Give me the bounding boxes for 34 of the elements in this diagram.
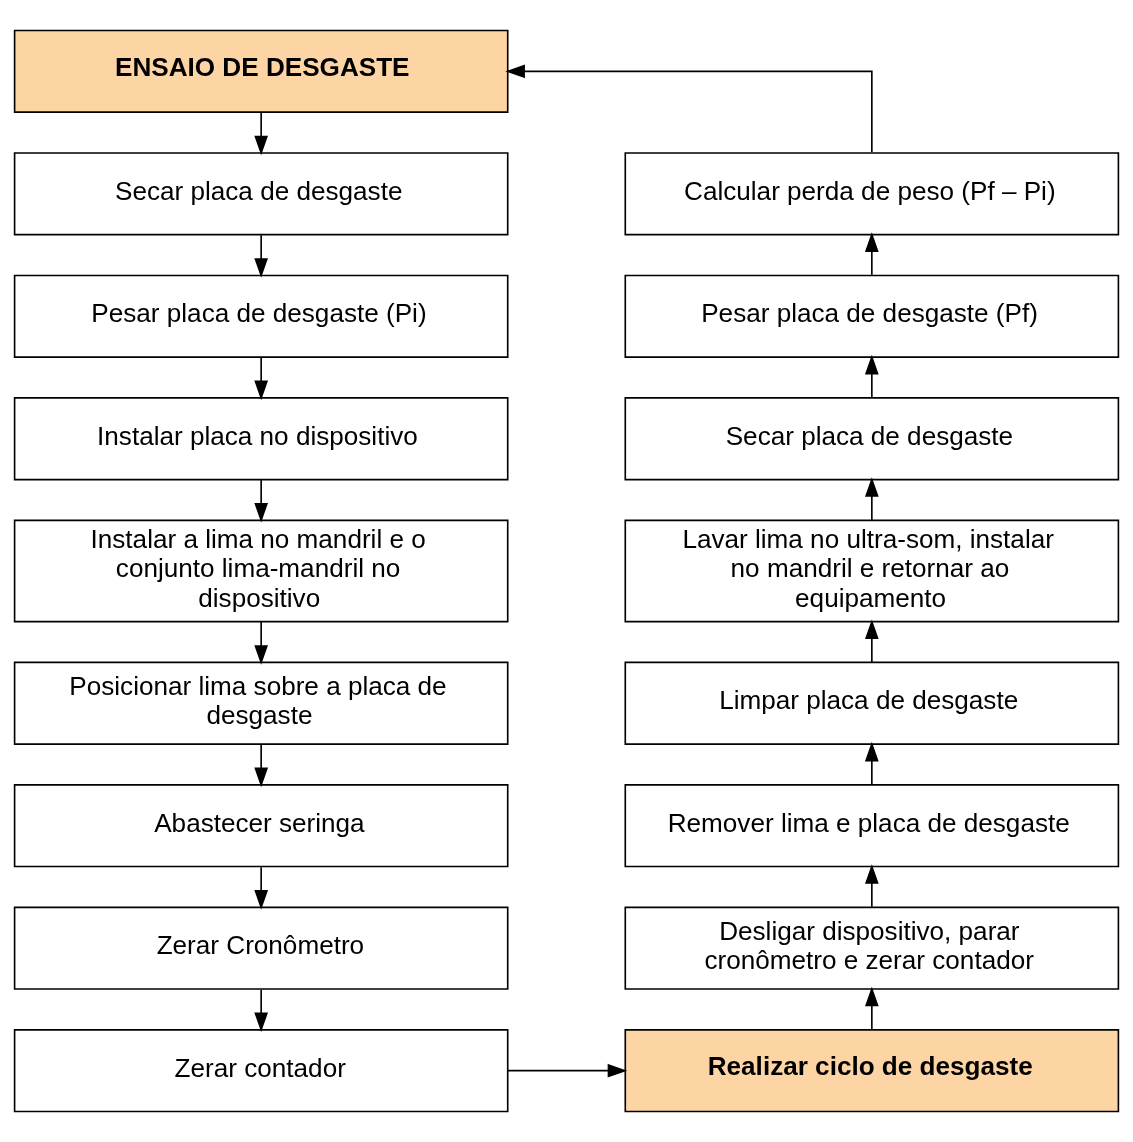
node-box: Realizar ciclo de desgaste <box>624 1029 1120 1113</box>
node-box: Desligar dispositivo, parar cronômetro e zerar contador <box>624 906 1120 990</box>
node-box: ENSAIO DE DESGASTE <box>13 29 509 113</box>
node-box: Secar placa de desgaste <box>13 152 509 236</box>
arrow <box>506 1063 628 1078</box>
node-box: Secar placa de desgaste <box>624 397 1120 481</box>
arrow <box>865 986 879 1030</box>
arrow <box>254 988 268 1033</box>
arrow <box>865 477 879 522</box>
node-box: Instalar placa no dispositivo <box>13 397 509 481</box>
node-box: Pesar placa de desgaste (Pi) <box>13 274 509 358</box>
arrow <box>254 112 268 156</box>
arrow <box>254 866 268 910</box>
arrow <box>254 620 268 665</box>
node-box: Instalar a lima no mandril e o conjunto lima-mandril no dispositivo <box>13 519 509 623</box>
node-box: Abastecer seringa <box>13 784 509 868</box>
node-box: Limpar placa de desgaste <box>624 661 1120 745</box>
node-box: Posicionar lima sobre a placa de desgaste <box>13 661 509 745</box>
arrow <box>865 864 879 908</box>
arrow <box>505 64 873 154</box>
arrow <box>254 234 268 278</box>
arrow <box>865 232 879 276</box>
arrow <box>254 479 268 523</box>
arrow <box>865 354 879 399</box>
node-box: Lavar lima no ultra-som, instalar no mandril e retornar ao equipamento <box>624 519 1120 623</box>
node-box: Calcular perda de peso (Pf – Pi) <box>624 152 1120 236</box>
node-box: Pesar placa de desgaste (Pf) <box>624 274 1120 358</box>
arrow <box>254 743 268 788</box>
arrow <box>865 619 879 663</box>
arrow <box>865 741 879 786</box>
arrow <box>254 356 268 401</box>
node-box: Zerar Cronômetro <box>13 906 509 990</box>
node-box: Zerar contador <box>13 1029 509 1113</box>
node-box: Remover lima e placa de desgaste <box>624 784 1120 868</box>
